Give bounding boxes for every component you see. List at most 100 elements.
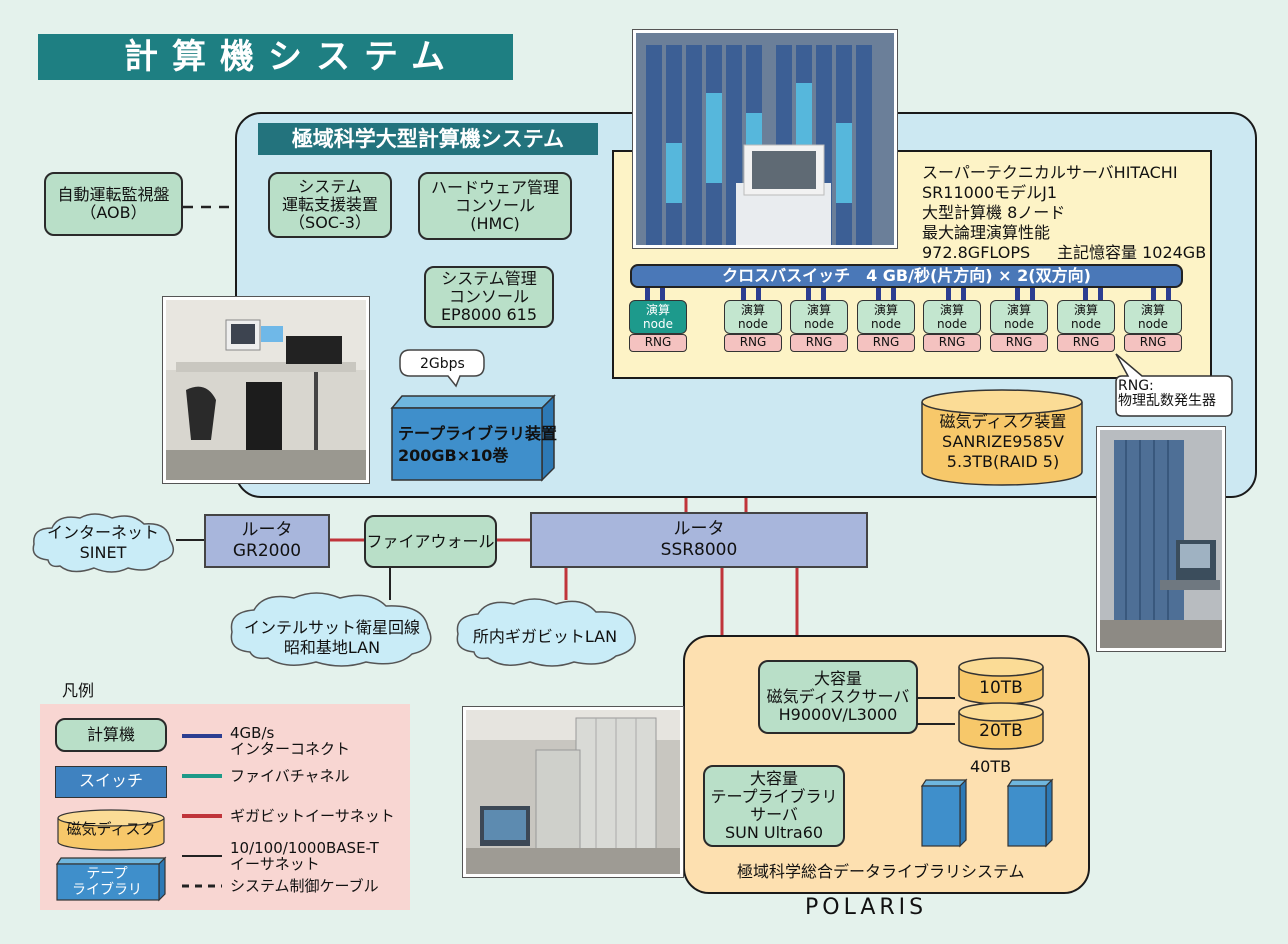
sys-console-line3: EP8000 615 — [440, 305, 538, 324]
node-sub: node — [871, 317, 901, 331]
legend-ethernet-line2: イーサネット — [230, 855, 320, 873]
library-room-image — [466, 710, 680, 874]
rng-note-line1: RNG: — [1118, 378, 1154, 394]
bandwidth-bubble — [399, 349, 485, 388]
library-system-title: 極域科学総合データライブラリシステム — [737, 862, 1025, 881]
disk-10tb-label: 10TB — [979, 678, 1023, 698]
rng-3: RNG — [790, 334, 848, 352]
disk-server-line3: H9000V/L3000 — [778, 705, 898, 724]
internet-line1: インターネット — [46, 523, 159, 542]
disk-array-shape — [921, 389, 1083, 486]
node-title: 演算 — [939, 303, 964, 317]
disk-line2: SANRIZE9585V — [942, 432, 1064, 451]
legend-tape-line2: ライブラリ — [72, 882, 142, 898]
intelsat-line2: 昭和基地LAN — [283, 638, 381, 657]
router2-line2: SSR8000 — [660, 540, 738, 560]
router1-line1: ルータ — [241, 520, 293, 540]
aob-line2: （AOB） — [80, 203, 147, 222]
intelsat-line1: インテルサット衛星回線 — [243, 618, 420, 637]
crossbar-switch: クロスバスイッチ 4 GB/秒(片方向) × 2(双方向) — [630, 264, 1183, 288]
disk-server-line2: 磁気ディスクサーバ — [766, 687, 910, 706]
supercomputer-perf-value: 972.8GFLOPS — [922, 243, 1031, 262]
legend-title: 凡例 — [62, 681, 95, 700]
legend-fibre-label: ファイバチャネル — [230, 767, 350, 785]
node-sub: node — [1138, 317, 1168, 331]
hmc-line2: コンソール — [454, 196, 535, 215]
supercomputer-rack-image — [636, 33, 894, 245]
firewall: ファイアウォール — [364, 515, 497, 568]
node-sub: node — [1004, 317, 1034, 331]
legend-disk-label: 磁気ディスク — [66, 820, 156, 838]
rng-7: RNG — [1057, 334, 1115, 352]
node-title: 演算 — [1073, 303, 1098, 317]
node-sub: node — [738, 317, 768, 331]
router-gr2000: ルータ GR2000 — [204, 514, 330, 568]
hmc-line3: (HMC) — [470, 214, 520, 233]
tape-library-line2: 200GB×10巻 — [398, 446, 509, 465]
console-room-photo — [163, 297, 369, 483]
legend-disk-swatch — [57, 809, 165, 851]
legend-gigabit-label: ギガビットイーサネット — [230, 807, 395, 825]
intelsat-cloud — [230, 592, 432, 667]
tape-units — [920, 778, 1054, 848]
supercomputer-name: スーパーテクニカルサーバHITACHI — [922, 163, 1178, 182]
disk-20tb-shape — [958, 702, 1044, 750]
disk-10tb-shape — [958, 657, 1044, 705]
node-title: 演算 — [873, 303, 898, 317]
router-ssr8000: ルータ SSR8000 — [530, 512, 868, 568]
tape-server-line1: 大容量 — [749, 769, 798, 788]
supercomputer-photo — [633, 30, 897, 248]
tape-server-line2: テープライブラリ — [710, 787, 838, 806]
node-sub: node — [804, 317, 834, 331]
legend-tape-swatch — [55, 856, 167, 902]
aob-line1: 自動運転監視盤 — [57, 185, 170, 204]
disk-server-h9000v: 大容量 磁気ディスクサーバ H9000V/L3000 — [758, 660, 918, 734]
node-title: 演算 — [1006, 303, 1031, 317]
system-management-console: システム管理 コンソール EP8000 615 — [424, 266, 554, 328]
router1-line2: GR2000 — [232, 541, 302, 561]
tape-library-line1: テープライブラリ装置 — [398, 424, 558, 443]
supercomputer-perf-label: 最大論理演算性能 — [922, 223, 1051, 242]
rng-note-line2: 物理乱数発生器 — [1118, 393, 1216, 409]
legend-tape-line1: テープ — [86, 866, 128, 882]
router2-line1: ルータ — [673, 519, 725, 539]
gigabit-lan-cloud — [456, 598, 636, 667]
legend-switch-swatch: スイッチ — [55, 766, 167, 798]
hmc-console: ハードウェア管理 コンソール (HMC) — [418, 172, 572, 240]
supercomputer-nodes: 大型計算機 8ノード — [922, 203, 1066, 222]
node-title: 演算 — [1140, 303, 1165, 317]
library-room-photo — [463, 707, 683, 877]
soc-line1: システム — [298, 177, 362, 196]
soc3-operation-support: システム 運転支援装置 （SOC-3） — [268, 172, 392, 238]
hmc-line1: ハードウェア管理 — [430, 178, 559, 197]
console-room-image — [166, 300, 366, 480]
page-title: 計算機システム — [38, 34, 513, 80]
interconnect-links — [645, 288, 1171, 300]
node-title: 演算 — [740, 303, 765, 317]
aob-monitor-panel: 自動運転監視盤 （AOB） — [44, 172, 183, 236]
disk-line1: 磁気ディスク装置 — [939, 412, 1067, 431]
polar-system-title: 極域科学大型計算機システム — [258, 123, 598, 155]
legend-control-label: システム制御ケーブル — [230, 877, 379, 895]
legend-interconnect-line2: インターコネクト — [230, 740, 351, 758]
supercomputer-memory: 主記憶容量 1024GB — [1057, 243, 1207, 262]
legend-computer-swatch: 計算機 — [55, 718, 167, 752]
rng-8: RNG — [1124, 334, 1182, 352]
tape-server-sun-ultra60: 大容量 テープライブラリ サーバ SUN Ultra60 — [703, 765, 845, 847]
supercomputer-model: SR11000モデルJ1 — [922, 183, 1058, 202]
legend-interconnect-line1: 4GB/s — [230, 724, 275, 742]
internet-line2: SINET — [79, 543, 127, 562]
node-sub: node — [1071, 317, 1101, 331]
tape-unit-1 — [920, 778, 968, 848]
rng-6: RNG — [990, 334, 1048, 352]
disk-20tb-label: 20TB — [979, 721, 1023, 741]
sys-console-line2: コンソール — [448, 287, 529, 306]
rng-1: RNG — [629, 334, 687, 352]
disk-server-links — [917, 697, 955, 725]
